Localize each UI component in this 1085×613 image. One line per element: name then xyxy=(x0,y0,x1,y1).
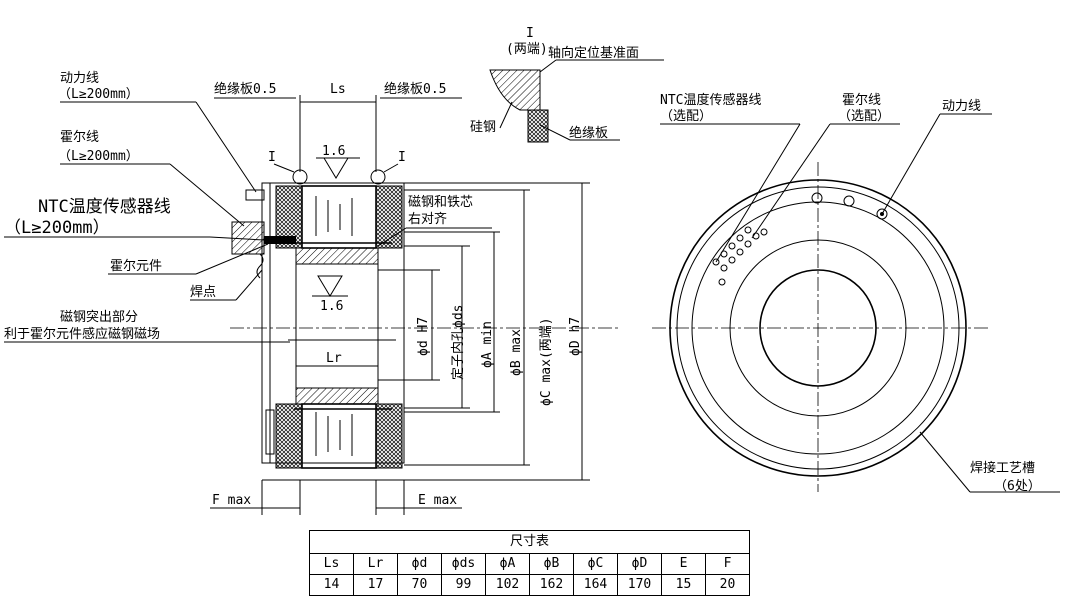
left-callouts: 动力线 （L≥200mm） 霍尔线 （L≥200mm） NTC温度传感器线 （L… xyxy=(4,71,290,343)
table-header: E xyxy=(661,553,706,575)
mark-i-right: I xyxy=(398,150,406,165)
power-wire-label: 动力线 xyxy=(60,71,99,86)
ntc-right-label: NTC温度传感器线 xyxy=(660,92,761,108)
weld-groove-count: （6处） xyxy=(994,479,1041,494)
table-title: 尺寸表 xyxy=(309,530,750,554)
insul-right-label: 绝缘板0.5 xyxy=(384,81,446,97)
winding-bottom-left xyxy=(275,403,303,469)
lr-label: Lr xyxy=(326,351,342,366)
detail-i: I (两端) 轴向定位基准面 硅钢 绝缘板 xyxy=(470,26,664,143)
section-view: 绝缘板0.5 Ls 绝缘板0.5 1.6 I I xyxy=(210,81,620,515)
mark-i-left: I xyxy=(268,150,276,165)
table-cell: 70 xyxy=(397,574,442,596)
winding-top-right xyxy=(375,185,403,249)
insul-left-label: 绝缘板0.5 xyxy=(214,81,276,97)
magnet-align-2: 右对齐 xyxy=(408,211,447,227)
silicon-steel-shape xyxy=(489,69,541,111)
hall-right-label: 霍尔线 xyxy=(842,93,881,108)
outer-circle xyxy=(669,179,967,477)
table-cell: 102 xyxy=(485,574,530,596)
axial-ref-label: 轴向定位基准面 xyxy=(548,45,639,61)
dim-ds: 定子内孔ϕds xyxy=(450,305,466,380)
inner-bore-circle xyxy=(759,269,877,387)
weld-point-label: 焊点 xyxy=(190,284,216,300)
table-cell: 170 xyxy=(617,574,662,596)
hall-element xyxy=(264,236,296,244)
table-cell: 14 xyxy=(309,574,354,596)
insulation-board-label: 绝缘板 xyxy=(569,125,608,141)
table-header: F xyxy=(705,553,750,575)
table-row: 14 17 70 99 102 162 164 170 15 20 xyxy=(309,574,750,596)
table-header: ϕC xyxy=(573,553,618,575)
magnet-align-1: 磁钢和铁芯 xyxy=(408,195,473,210)
f-max: F max xyxy=(212,493,251,508)
ls-label: Ls xyxy=(330,82,346,97)
insulation-board-shape xyxy=(527,109,549,143)
hall-pin-cluster xyxy=(712,226,768,286)
table-header: ϕd xyxy=(397,553,442,575)
table-header: ϕB xyxy=(529,553,574,575)
winding-bottom-right xyxy=(375,403,403,469)
hall-right-opt: （选配） xyxy=(838,109,890,124)
silicon-steel-label: 硅钢 xyxy=(470,120,496,135)
dim-c: ϕC max(两端) xyxy=(539,317,554,406)
table-header: ϕD xyxy=(617,553,662,575)
power-wire-len: （L≥200mm） xyxy=(58,87,139,102)
dim-d: ϕd H7 xyxy=(416,317,431,356)
magnet-protrude-2: 利于霍尔元件感应磁钢磁场 xyxy=(4,326,160,342)
dim-a: ϕA min xyxy=(480,321,495,368)
table-cell: 99 xyxy=(441,574,486,596)
dimension-table: 尺寸表 Ls Lr ϕd ϕds ϕA ϕB ϕC ϕD E F 14 17 7… xyxy=(309,530,750,596)
table-cell: 17 xyxy=(353,574,398,596)
table-header-row: Ls Lr ϕd ϕds ϕA ϕB ϕC ϕD E F xyxy=(309,553,750,575)
table-header: Lr xyxy=(353,553,398,575)
hall-element-label: 霍尔元件 xyxy=(110,259,162,274)
ntc-wire-label: NTC温度传感器线 xyxy=(38,197,171,217)
roughness-inner: 1.6 xyxy=(320,299,343,314)
table-header: Ls xyxy=(309,553,354,575)
e-max: E max xyxy=(418,493,457,508)
power-right-label: 动力线 xyxy=(942,99,981,114)
hall-wire-label: 霍尔线 xyxy=(60,130,99,145)
table-cell: 164 xyxy=(573,574,618,596)
end-view: NTC温度传感器线 （选配） 霍尔线 （选配） 动力线 焊接工艺槽 （6处） xyxy=(652,92,1060,494)
table-header: ϕA xyxy=(485,553,530,575)
roughness-top: 1.6 xyxy=(322,144,345,159)
rotor-band-bottom xyxy=(295,387,379,405)
table-cell: 20 xyxy=(705,574,750,596)
weld-groove-label: 焊接工艺槽 xyxy=(970,460,1035,476)
magnet-protrude-1: 磁钢突出部分 xyxy=(60,309,138,325)
table-cell: 162 xyxy=(529,574,574,596)
ntc-wire-len: （L≥200mm） xyxy=(4,218,110,238)
rotor-band-top xyxy=(295,247,379,265)
hall-wire-len: （L≥200mm） xyxy=(58,149,139,164)
table-header: ϕds xyxy=(441,553,486,575)
detail-i-mark: I xyxy=(526,26,534,41)
dim-b: ϕB max xyxy=(509,329,524,376)
ntc-right-opt: （选配） xyxy=(660,109,712,124)
table-cell: 15 xyxy=(661,574,706,596)
detail-i-note: (两端) xyxy=(506,42,548,57)
dim-D: ϕD h7 xyxy=(568,317,583,356)
